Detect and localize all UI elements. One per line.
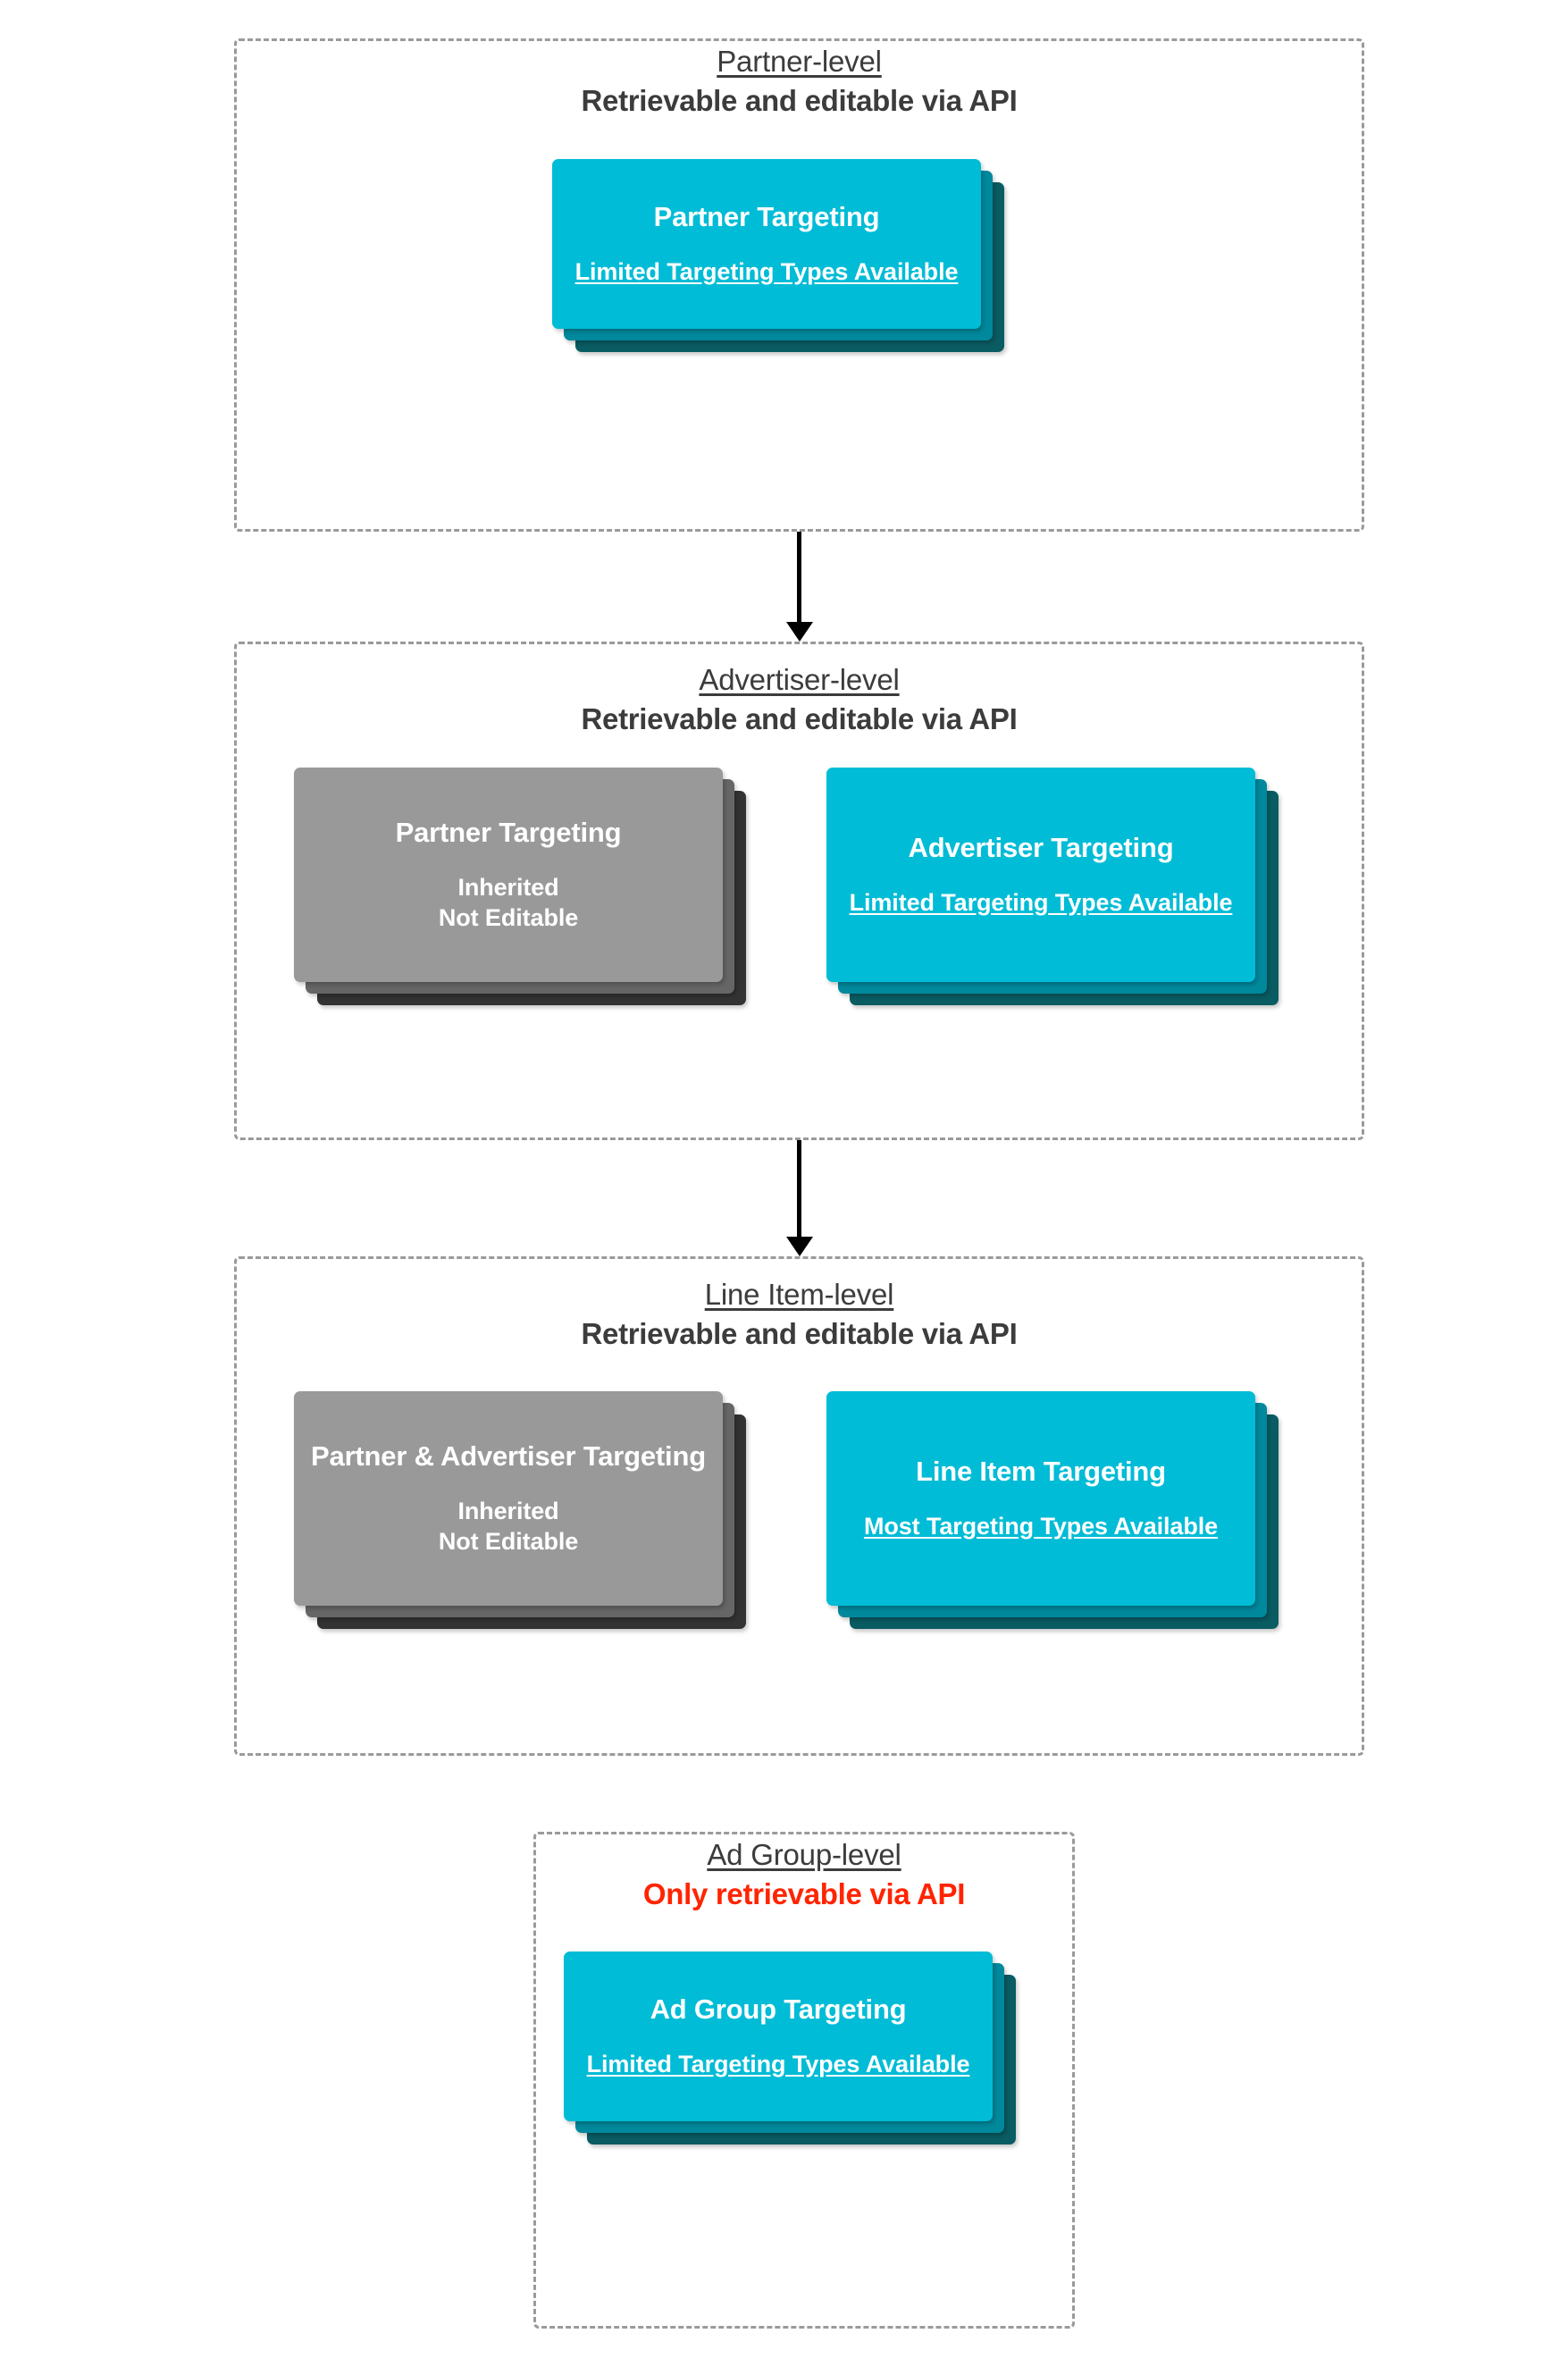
- card-title: Advertiser Targeting: [908, 832, 1174, 864]
- card-stack-partner-targeting[interactable]: Partner Targeting Limited Targeting Type…: [552, 159, 1017, 356]
- connector-shaft: [797, 532, 801, 622]
- card-note[interactable]: Most Targeting Types Available: [863, 1513, 1219, 1540]
- card-face-ad-group-targeting[interactable]: Ad Group Targeting Limited Targeting Typ…: [564, 1952, 993, 2121]
- card-stack-advertiser-targeting[interactable]: Advertiser Targeting Limited Targeting T…: [826, 768, 1291, 1018]
- card-title: Line Item Targeting: [916, 1456, 1166, 1488]
- card-note[interactable]: Limited Targeting Types Available: [586, 2051, 970, 2078]
- card-title: Ad Group Targeting: [650, 1993, 907, 2026]
- level-box-ad-group: [533, 1832, 1075, 2329]
- level-box-advertiser: [234, 642, 1364, 1140]
- connector-shaft: [797, 1140, 801, 1237]
- card-stack-inherited-partner-advertiser-targeting[interactable]: Partner & Advertiser Targeting Inherited…: [294, 1391, 759, 1641]
- card-stack-inherited-partner-targeting[interactable]: Partner Targeting Inherited Not Editable: [294, 768, 759, 1018]
- card-note: Inherited Not Editable: [438, 874, 579, 931]
- connector-partner-to-advertiser: [782, 532, 818, 642]
- level-box-partner: [234, 38, 1364, 532]
- card-face-inherited-partner-advertiser-targeting[interactable]: Partner & Advertiser Targeting Inherited…: [294, 1391, 723, 1606]
- connector-advertiser-to-line-item: [782, 1140, 818, 1256]
- card-title: Partner & Advertiser Targeting: [311, 1440, 706, 1473]
- card-stack-line-item-targeting[interactable]: Line Item Targeting Most Targeting Types…: [826, 1391, 1291, 1641]
- level-box-line-item: [234, 1256, 1364, 1756]
- card-note[interactable]: Limited Targeting Types Available: [574, 258, 959, 286]
- card-face-partner-targeting[interactable]: Partner Targeting Limited Targeting Type…: [552, 159, 981, 329]
- card-title: Partner Targeting: [395, 817, 622, 849]
- connector-arrowhead: [786, 622, 813, 642]
- card-note[interactable]: Limited Targeting Types Available: [849, 889, 1233, 917]
- card-face-inherited-partner-targeting[interactable]: Partner Targeting Inherited Not Editable: [294, 768, 723, 982]
- card-stack-ad-group-targeting[interactable]: Ad Group Targeting Limited Targeting Typ…: [564, 1952, 1028, 2148]
- card-face-line-item-targeting[interactable]: Line Item Targeting Most Targeting Types…: [826, 1391, 1255, 1606]
- card-face-advertiser-targeting[interactable]: Advertiser Targeting Limited Targeting T…: [826, 768, 1255, 982]
- card-note: Inherited Not Editable: [438, 1498, 579, 1555]
- connector-arrowhead: [786, 1237, 813, 1256]
- card-title: Partner Targeting: [653, 201, 880, 233]
